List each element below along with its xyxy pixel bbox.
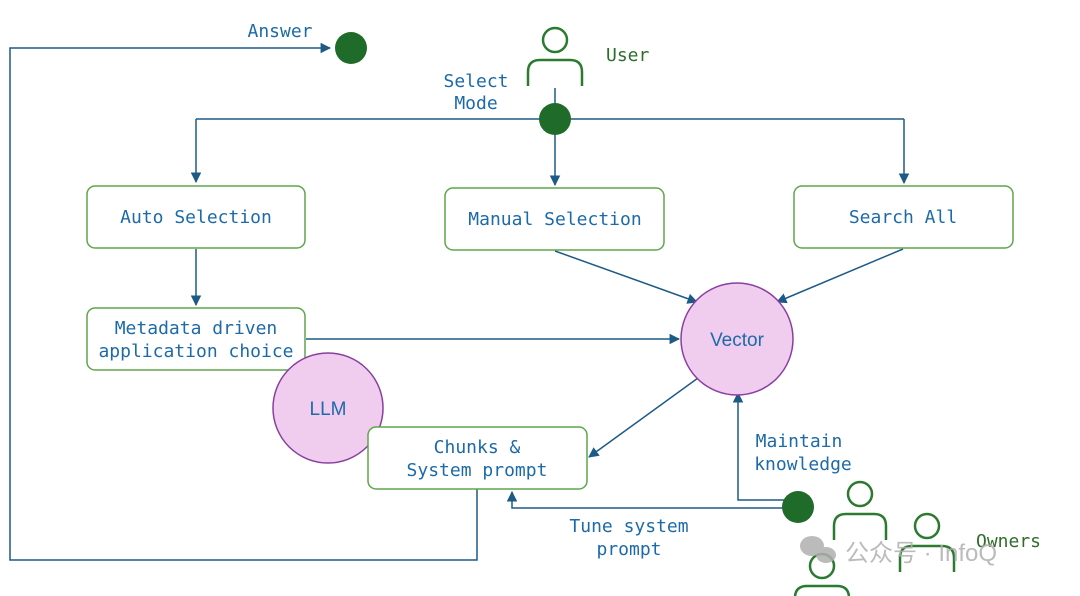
tune-label-line2: prompt [596,539,661,560]
answer-loop-arrow [9,42,478,561]
search-to-vector-arrow [776,248,904,304]
owners-icon [793,480,956,596]
search-all-box [793,185,1014,249]
watermark: 公众号 · InfoQ [800,536,997,567]
auto-selection-box [86,185,306,249]
user-label: User [606,45,650,66]
chunks-box [367,426,588,490]
select-mode-label-line2: Mode [454,93,497,114]
search-all-label: Search All [849,207,957,228]
chunks-label-line1: Chunks & [434,437,521,458]
llm-circle [272,352,384,464]
manual-selection-label: Manual Selection [468,209,641,230]
tune-prompt-arrow [506,490,785,509]
llm-label: LLM [310,399,347,420]
metadata-box [86,307,306,371]
select-mode-dot [539,103,571,135]
maintain-label-line1: Maintain [756,431,843,452]
select-mode-label-line1: Select [443,71,508,92]
user-icon [526,26,584,86]
vector-to-chunks-arrow [588,377,699,458]
vector-circle [680,282,794,396]
owners-dot [782,491,814,523]
owners-label: Owners [976,531,1041,552]
metadata-label-line2: application choice [98,341,293,362]
watermark-text: 公众号 · InfoQ [845,540,997,567]
chunks-label-line2: System prompt [407,460,548,481]
auto-selection-label: Auto Selection [120,207,272,228]
metadata-label-line1: Metadata driven [115,318,278,339]
vector-label: Vector [710,330,765,351]
answer-label: Answer [247,21,312,42]
maintain-label-line2: knowledge [754,454,852,475]
process-boxes [86,185,1014,371]
maintain-knowledge-arrow [732,391,785,501]
manual-to-vector-arrow [554,250,698,304]
manual-selection-box [444,187,665,251]
tune-label-line1: Tune system [569,516,688,537]
wechat-icon [800,536,836,563]
answer-dot [335,32,367,64]
